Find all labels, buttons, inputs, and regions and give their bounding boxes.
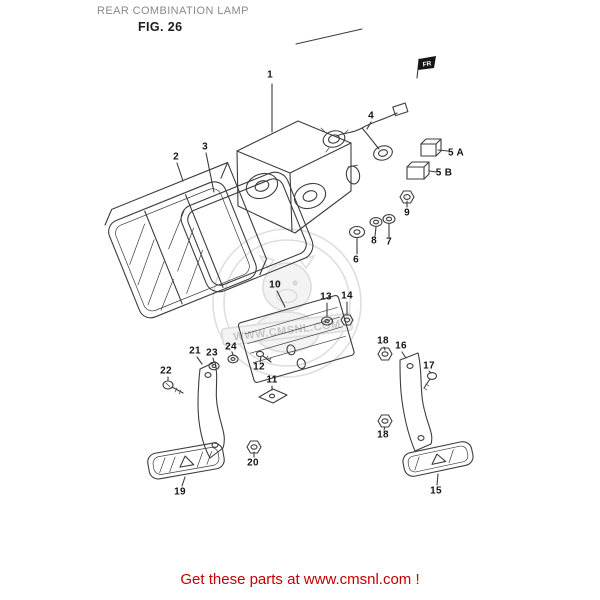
nut-9 <box>399 190 415 204</box>
bulb-socket-right <box>373 145 393 161</box>
direction-flag-icon: FR <box>416 56 436 79</box>
reflector-15 <box>402 441 474 477</box>
wiring-harness <box>320 102 409 185</box>
washer-23 <box>208 361 220 371</box>
bolt-22 <box>162 380 184 395</box>
washer-7 <box>382 214 396 224</box>
watermark-emblem: WWW.CMSNL.COM <box>212 228 362 378</box>
bulb-socket-left <box>320 127 349 153</box>
footer-link[interactable]: Get these parts at www.cmsnl.com ! <box>180 571 420 588</box>
nut-18-upper <box>377 347 393 361</box>
reflector-19 <box>147 442 225 480</box>
washer-24 <box>227 354 239 364</box>
nut-14 <box>340 314 354 326</box>
bracket-11 <box>258 388 288 404</box>
figure-label: FIG. 26 <box>138 20 183 34</box>
washer-8 <box>369 217 383 227</box>
page-title: REAR COMBINATION LAMP <box>97 5 249 17</box>
lamp-lens <box>104 162 268 319</box>
screw-12 <box>255 350 272 363</box>
direction-flag-text: FR <box>422 60 432 68</box>
lens-gasket <box>180 171 314 293</box>
bulb <box>345 164 361 185</box>
part-box-5a <box>420 138 442 157</box>
part-box-5b <box>406 161 430 180</box>
lamp-housing <box>236 120 352 234</box>
bolt-17 <box>423 372 438 391</box>
leader-lines <box>167 28 449 487</box>
nut-18-lower <box>377 414 393 428</box>
bracket-21 <box>197 361 225 459</box>
bracket-16 <box>399 352 433 452</box>
washer-13 <box>320 316 334 326</box>
nut-20 <box>246 440 262 454</box>
washer-6 <box>348 225 366 239</box>
